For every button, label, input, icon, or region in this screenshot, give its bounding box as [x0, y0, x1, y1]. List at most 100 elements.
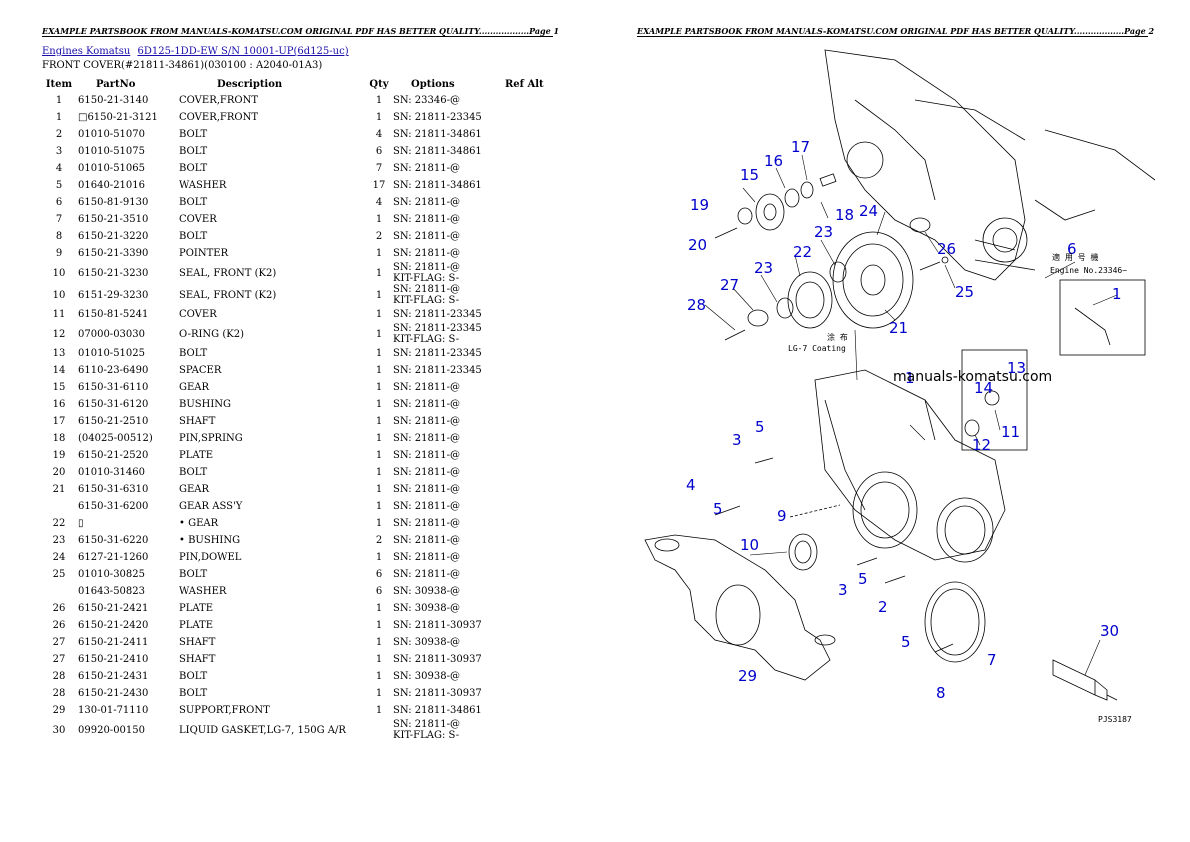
cell-refalt	[503, 600, 557, 617]
cell-description: BOLT	[179, 569, 208, 580]
cell-qty: 1	[375, 484, 383, 495]
callout-number: 10	[740, 536, 759, 554]
cell-partno: □6150-21-3121	[78, 112, 158, 123]
cell-refalt	[503, 306, 557, 323]
cell-description: • BUSHING	[179, 535, 241, 546]
callout-number: 14	[974, 379, 993, 397]
breadcrumb-link-model[interactable]: 6D125-1DD-EW S/N 10001-UP(6d125-uc)	[137, 46, 349, 57]
cell-description: PLATE	[179, 620, 214, 631]
callout-number: 15	[740, 166, 759, 184]
cell-partno: 01010-51025	[78, 348, 146, 359]
cell-refalt	[503, 481, 557, 498]
cell-item: 24	[52, 552, 66, 563]
cell-partno: 6150-81-9130	[78, 197, 149, 208]
cell-qty: 6	[375, 569, 383, 580]
cell-qty: 6	[375, 146, 383, 157]
cell-item: 10	[52, 289, 66, 301]
cell-qty: 4	[375, 129, 383, 140]
cell-options: SN: 21811-@	[393, 214, 460, 225]
cell-options: SN: 21811-34861	[393, 129, 482, 140]
cell-partno: 6150-31-6310	[78, 484, 149, 495]
cell-partno: 01643-50823	[78, 586, 146, 597]
coating-jp-label: 涂 布	[827, 332, 848, 342]
cell-qty: 1	[375, 95, 383, 106]
cell-item: 26	[52, 603, 66, 614]
cell-options: SN: 21811-@	[393, 501, 460, 512]
cell-item: 30	[52, 724, 66, 736]
cell-options: SN: 21811-@	[393, 552, 460, 563]
callout-number: 27	[720, 276, 739, 294]
cell-partno: 6150-21-2431	[78, 671, 149, 682]
cell-item: 20	[52, 467, 66, 478]
callout-number: 18	[835, 206, 854, 224]
cell-item: 28	[52, 671, 66, 682]
cell-refalt	[503, 177, 557, 194]
cell-partno: 6110-23-6490	[78, 365, 149, 376]
cell-description: PLATE	[179, 603, 214, 614]
callout-number: 30	[1100, 622, 1119, 640]
callout-number: 2	[878, 598, 888, 616]
cell-partno: 6150-31-6110	[78, 382, 149, 393]
cell-partno: 01010-51065	[78, 163, 146, 174]
cell-qty: 1	[375, 637, 383, 648]
cell-qty: 2	[375, 535, 383, 546]
cell-options: SN: 21811-@	[393, 197, 460, 208]
cell-partno: 6150-21-3510	[78, 214, 149, 225]
cell-description: SEAL, FRONT (K2)	[179, 267, 277, 279]
cell-partno: 6150-21-3140	[78, 95, 149, 106]
callout-number: 20	[688, 236, 707, 254]
cell-options: SN: 21811-@	[393, 450, 460, 461]
cell-description: BUSHING	[179, 399, 232, 410]
cell-refalt	[503, 549, 557, 566]
cell-partno: 01010-30825	[78, 569, 146, 580]
cell-options: SN: 21811-34861	[393, 180, 482, 191]
cell-options: SN: 21811-23345	[393, 348, 482, 359]
cell-options: SN: 21811-@	[393, 163, 460, 174]
cell-options: SN: 21811-@	[393, 382, 460, 393]
cell-qty: 2	[375, 231, 383, 242]
drawing-code: PJS3187	[1098, 715, 1132, 724]
cell-options: SN: 21811-@	[393, 484, 460, 495]
cell-item: 23	[52, 535, 66, 546]
cell-qty: 6	[375, 586, 383, 597]
parts-page-1: EXAMPLE PARTSBOOK FROM MANUALS-KOMATSU.C…	[42, 26, 559, 741]
cell-description: BOLT	[179, 688, 208, 699]
cell-options: SN: 21811-@	[393, 518, 460, 529]
cell-refalt	[503, 515, 557, 532]
cell-description: COVER,FRONT	[179, 112, 258, 123]
cell-options: SN: 21811-34861	[393, 146, 482, 157]
cell-options: SN: 21811-@ KIT-FLAG: S-	[393, 262, 460, 284]
cell-item: 18	[52, 433, 66, 444]
cell-options: SN: 21811-23345	[393, 365, 482, 376]
cell-description: SPACER	[179, 365, 222, 376]
cell-refalt	[503, 126, 557, 143]
cell-partno: 6150-21-2411	[78, 637, 149, 648]
cell-options: SN: 21811-30937	[393, 620, 482, 631]
cell-qty: 1	[375, 328, 383, 340]
cell-options: SN: 21811-23345 KIT-FLAG: S-	[393, 323, 482, 345]
cell-item: 3	[55, 146, 63, 157]
cell-qty: 1	[375, 552, 383, 563]
column-header-item: Item	[45, 78, 73, 90]
breadcrumb-link-engines[interactable]: Engines Komatsu	[42, 46, 131, 57]
callout-number: 1	[905, 369, 915, 387]
cell-qty: 1	[375, 267, 383, 279]
callout-number: 12	[972, 436, 991, 454]
cell-item: 11	[52, 309, 66, 320]
cell-description: SHAFT	[179, 416, 216, 427]
cell-options: SN: 30938-@	[393, 586, 460, 597]
cell-qty: 1	[375, 399, 383, 410]
cell-qty	[367, 719, 391, 741]
cell-item: 21	[52, 484, 66, 495]
cell-partno: 6150-21-3390	[78, 248, 149, 259]
